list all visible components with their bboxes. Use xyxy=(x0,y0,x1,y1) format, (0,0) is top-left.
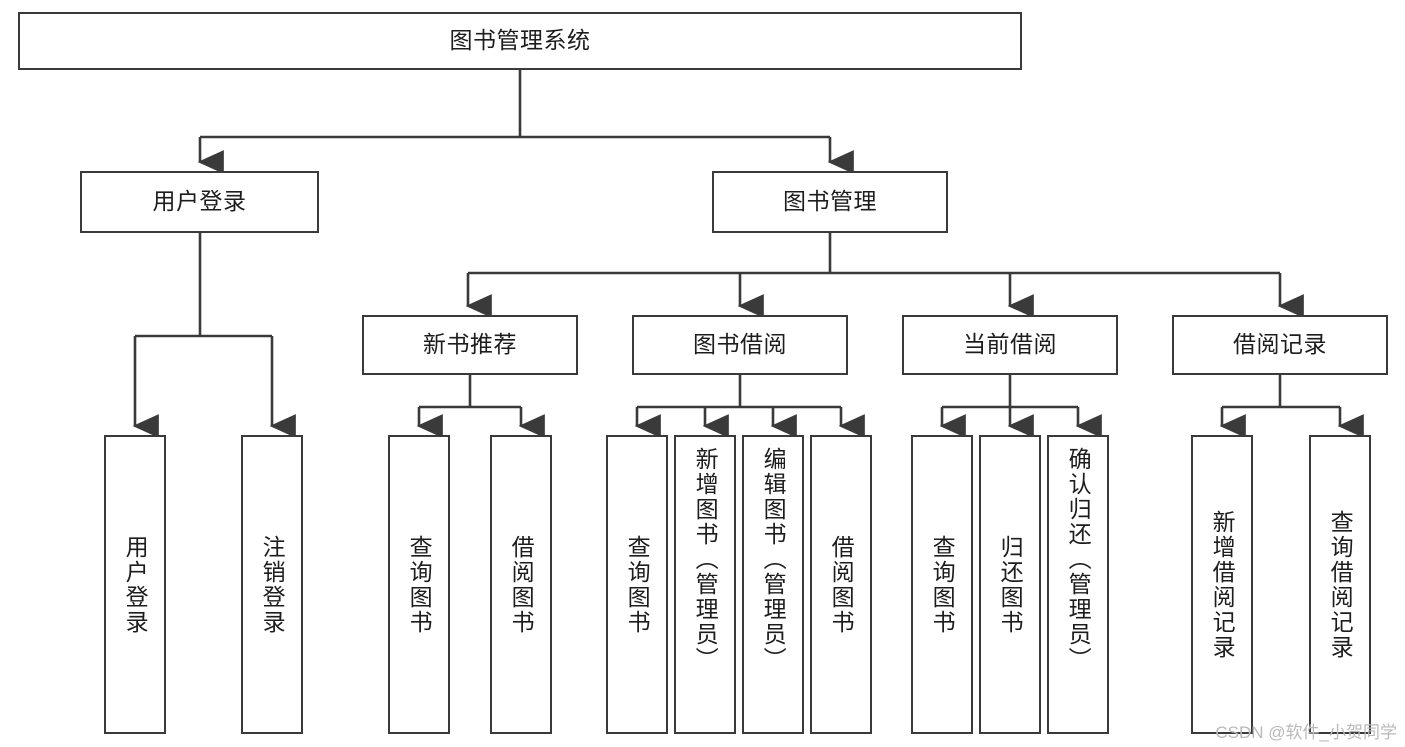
node-leaf-logout-login[interactable]: 注销登录 xyxy=(241,435,303,734)
node-borrow-record[interactable]: 借阅记录 xyxy=(1172,315,1388,375)
node-leaf-query-record-label: 查询借阅记录 xyxy=(1327,509,1354,660)
node-leaf-query-book-1[interactable]: 查询图书 xyxy=(388,435,450,734)
node-leaf-logout-login-label: 注销登录 xyxy=(259,534,286,635)
node-leaf-return-book[interactable]: 归还图书 xyxy=(979,435,1041,734)
node-leaf-borrow-book-1[interactable]: 借阅图书 xyxy=(490,435,552,734)
node-user-login-label: 用户登录 xyxy=(152,188,247,215)
node-root-label: 图书管理系统 xyxy=(449,27,591,54)
node-root[interactable]: 图书管理系统 xyxy=(18,12,1022,70)
node-leaf-add-book[interactable]: 新增图书（管理员） xyxy=(674,435,736,734)
node-leaf-query-book-3-label: 查询图书 xyxy=(929,534,956,635)
node-leaf-user-login-label: 用户登录 xyxy=(122,534,149,635)
node-leaf-query-book-3[interactable]: 查询图书 xyxy=(911,435,973,734)
node-book-management-label: 图书管理 xyxy=(783,188,877,215)
node-leaf-borrow-book-2-label: 借阅图书 xyxy=(828,534,855,635)
node-borrow-record-label: 借阅记录 xyxy=(1233,331,1327,358)
node-book-management[interactable]: 图书管理 xyxy=(712,171,948,233)
node-leaf-add-record[interactable]: 新增借阅记录 xyxy=(1191,435,1253,734)
node-leaf-user-login[interactable]: 用户登录 xyxy=(104,435,166,734)
node-current-borrow[interactable]: 当前借阅 xyxy=(902,315,1118,375)
node-new-book-recommend-label: 新书推荐 xyxy=(423,331,517,358)
csdn-watermark: CSDN @软件_小贺同学 xyxy=(1215,723,1397,742)
node-leaf-query-book-2-label: 查询图书 xyxy=(624,534,651,635)
node-leaf-return-book-label: 归还图书 xyxy=(997,534,1024,635)
node-current-borrow-label: 当前借阅 xyxy=(963,331,1057,358)
node-book-borrow[interactable]: 图书借阅 xyxy=(632,315,848,375)
node-book-borrow-label: 图书借阅 xyxy=(693,331,787,358)
node-leaf-edit-book-label: 编辑图书（管理员） xyxy=(760,447,787,672)
node-leaf-add-record-label: 新增借阅记录 xyxy=(1209,509,1236,660)
node-leaf-confirm-return[interactable]: 确认归还（管理员） xyxy=(1047,435,1109,734)
node-leaf-query-record[interactable]: 查询借阅记录 xyxy=(1309,435,1371,734)
node-new-book-recommend[interactable]: 新书推荐 xyxy=(362,315,578,375)
node-user-login[interactable]: 用户登录 xyxy=(80,171,319,233)
node-leaf-edit-book[interactable]: 编辑图书（管理员） xyxy=(742,435,804,734)
node-leaf-query-book-2[interactable]: 查询图书 xyxy=(606,435,668,734)
node-leaf-confirm-return-label: 确认归还（管理员） xyxy=(1065,447,1092,672)
node-leaf-borrow-book-2[interactable]: 借阅图书 xyxy=(810,435,872,734)
node-leaf-borrow-book-1-label: 借阅图书 xyxy=(508,534,535,635)
node-leaf-query-book-1-label: 查询图书 xyxy=(406,534,433,635)
node-leaf-add-book-label: 新增图书（管理员） xyxy=(692,447,719,672)
